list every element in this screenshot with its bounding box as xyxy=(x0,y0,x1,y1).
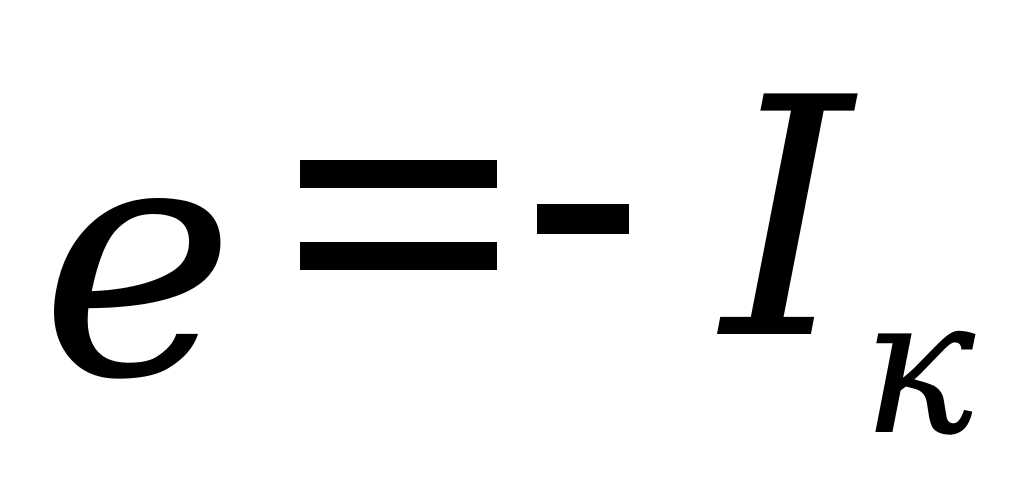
variable-e: e xyxy=(40,68,236,452)
formula: e I к xyxy=(40,28,976,477)
equals-sign-top-bar xyxy=(300,160,497,188)
minus-sign xyxy=(537,204,629,234)
subscript-k: к xyxy=(862,256,976,477)
variable-I: I xyxy=(722,28,853,412)
equals-sign-bottom-bar xyxy=(300,242,497,270)
